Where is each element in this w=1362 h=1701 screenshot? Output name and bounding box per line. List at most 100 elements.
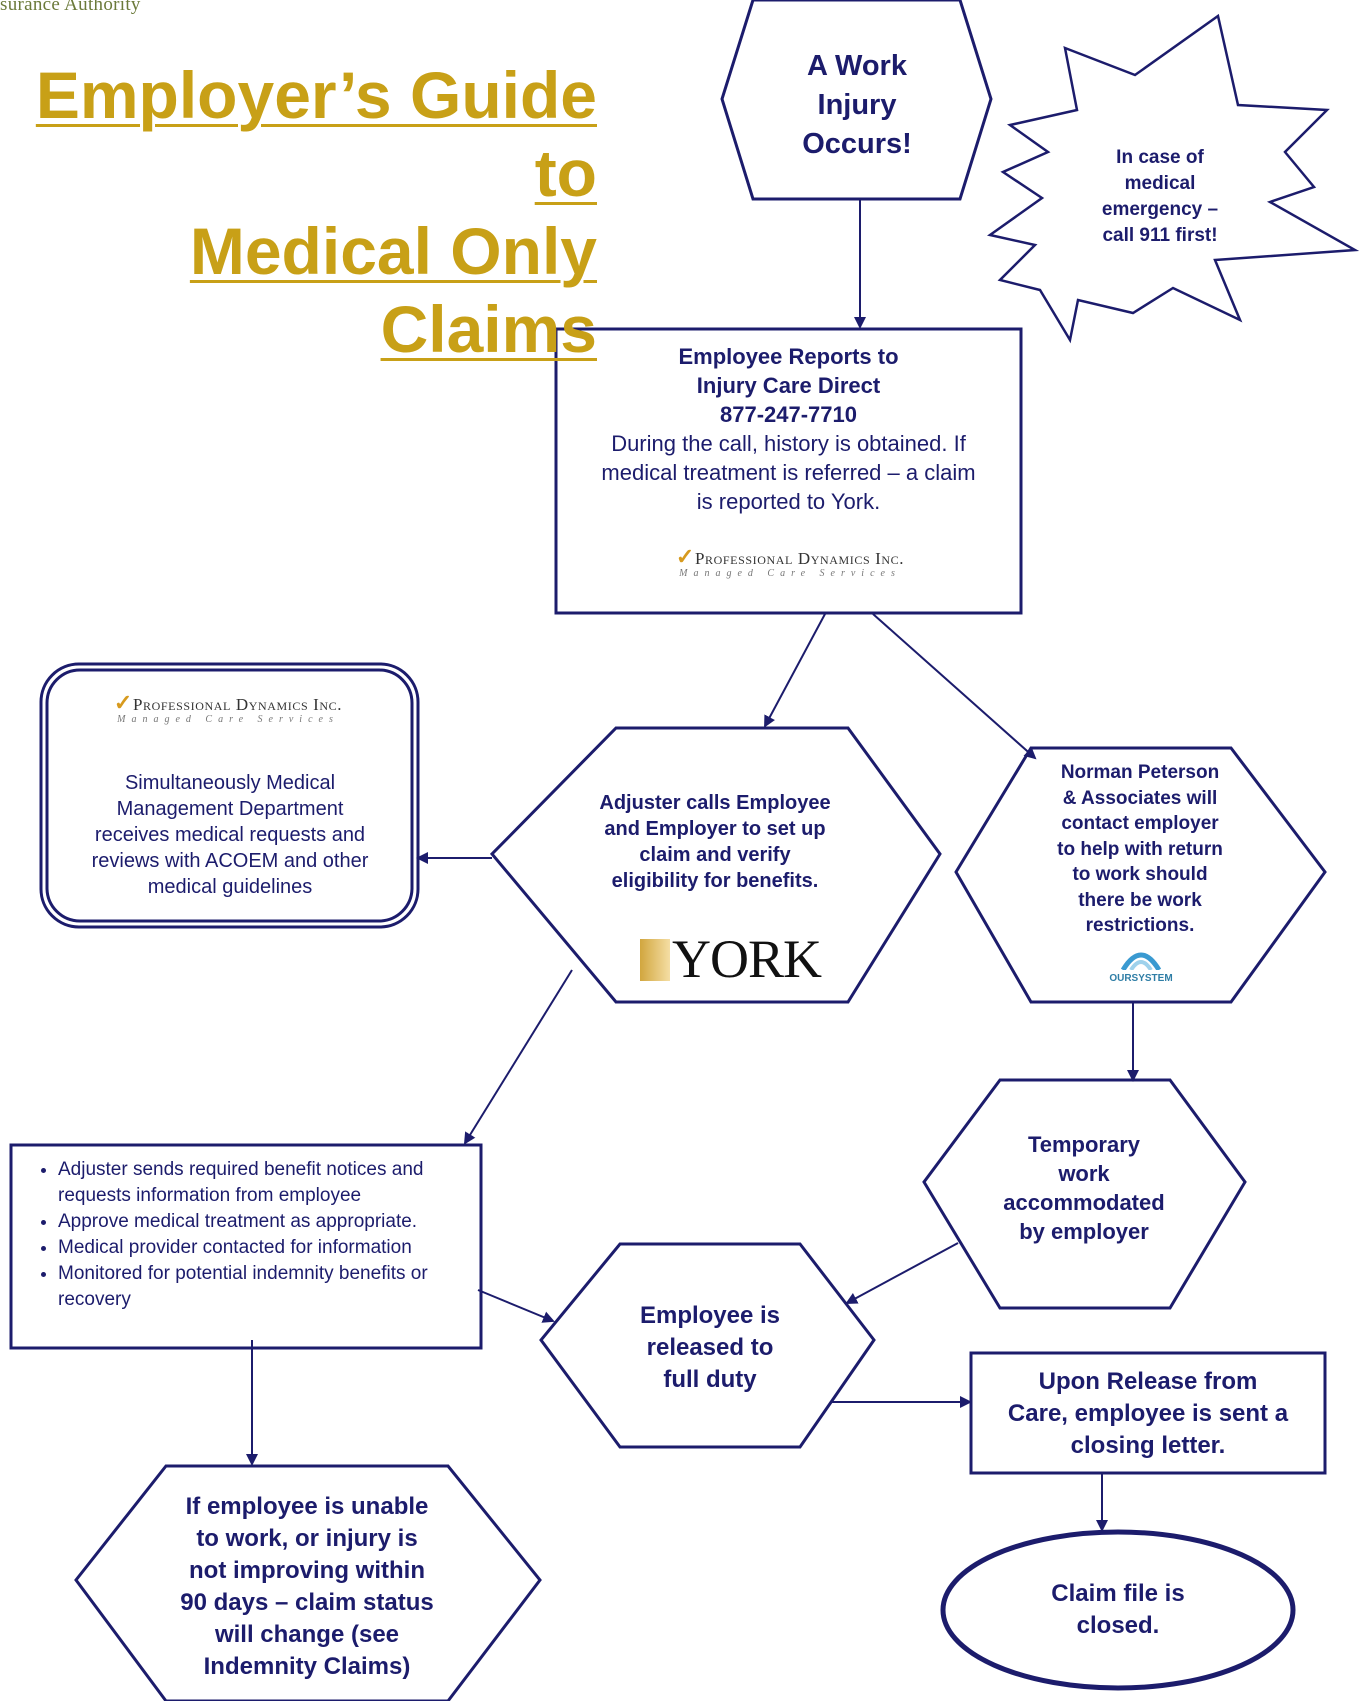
closing-line: Upon Release from — [1038, 1368, 1258, 1395]
temporary-line: work — [1058, 1161, 1110, 1186]
released-line: released to — [646, 1334, 774, 1361]
released-hexagon — [539, 1242, 876, 1449]
unable-line: will change (see — [214, 1621, 400, 1648]
check-icon: ✓ — [113, 690, 133, 715]
emergency-line: In case of — [1116, 147, 1204, 168]
medical-mgmt-box-inner — [45, 668, 414, 923]
norman-line: there be work — [1078, 889, 1202, 911]
header-org-name: surance Authority — [0, 0, 141, 15]
unable-label: If employee is unable to work, or injury… — [142, 1491, 472, 1683]
start-line: Occurs! — [802, 128, 912, 160]
york-logo: YORK — [640, 928, 822, 990]
norman-line: restrictions. — [1085, 915, 1195, 936]
list-item: Adjuster sends required benefit notices … — [58, 1157, 498, 1209]
emergency-line: emergency – — [1101, 199, 1219, 220]
york-bar-icon — [640, 939, 670, 981]
report-phone: 877-247-7710 — [719, 402, 857, 427]
medical-mgmt-line: reviews with ACOEM and other — [91, 850, 369, 872]
check-icon: ✓ — [675, 544, 695, 569]
list-item: Medical provider contacted for informati… — [58, 1235, 498, 1261]
released-line: full duty — [663, 1366, 757, 1393]
report-body-line: During the call, history is obtained. If — [611, 431, 966, 456]
medical-mgmt-line: Simultaneously Medical — [124, 772, 336, 794]
logo-text: Professional Dynamics Inc. — [694, 549, 905, 568]
closed-ellipse — [940, 1529, 1296, 1691]
norman-line: to help with return — [1057, 838, 1223, 860]
temporary-label: Temporary work accommodated by employer — [984, 1130, 1184, 1246]
professional-dynamics-logo: ✓Professional Dynamics Inc. Managed Care… — [78, 690, 378, 725]
report-title-line: Injury Care Direct — [696, 373, 881, 398]
arrow-temporary-to-released — [845, 1242, 959, 1304]
arrow-adjuster-to-bullets — [463, 969, 573, 1145]
temporary-line: accommodated — [1003, 1190, 1165, 1215]
unable-line: to work, or injury is — [196, 1525, 418, 1552]
medical-mgmt-line: medical guidelines — [147, 876, 313, 898]
start-label: A Work Injury Occurs! — [742, 47, 972, 164]
medical-mgmt-line: receives medical requests and — [94, 824, 366, 846]
bullets-box — [9, 1143, 483, 1350]
norman-hexagon — [954, 746, 1327, 1004]
adjuster-line: and Employer to set up — [604, 818, 826, 840]
closing-line: Care, employee is sent a — [1007, 1400, 1289, 1427]
temporary-line: by employer — [1019, 1219, 1149, 1244]
unable-line: Indemnity Claims) — [203, 1653, 411, 1680]
page-title-line-2: Medical Only Claims — [189, 214, 597, 366]
norman-line: contact employer — [1061, 813, 1219, 834]
medical-mgmt-line: Management Department — [116, 798, 344, 820]
report-body-line: is reported to York. — [696, 489, 881, 514]
medical-mgmt-label: Simultaneously Medical Management Depart… — [55, 770, 405, 900]
emergency-label: In case of medical emergency – call 911 … — [1075, 145, 1245, 249]
emergency-line: medical — [1124, 173, 1196, 194]
arrow-bullets-to-released — [477, 1289, 555, 1323]
temporary-hexagon — [922, 1078, 1247, 1310]
closed-label: Claim file is closed. — [998, 1578, 1238, 1642]
oursystem-logo: OURSYSTEM — [1096, 948, 1186, 984]
adjuster-hexagon — [489, 726, 942, 1004]
report-body-line: medical treatment is referred – a claim — [601, 460, 976, 485]
norman-line: Norman Peterson — [1060, 762, 1220, 783]
unable-line: If employee is unable — [185, 1493, 429, 1520]
closing-box — [969, 1351, 1327, 1475]
logo-subtext: Managed Care Services — [117, 714, 339, 725]
bullet-list: Adjuster sends required benefit notices … — [26, 1157, 498, 1313]
logo-subtext: Managed Care Services — [679, 568, 901, 579]
closing-line: closing letter. — [1070, 1432, 1226, 1459]
start-line: Injury — [817, 89, 897, 121]
york-logo-text: YORK — [672, 929, 822, 989]
unable-hexagon — [74, 1464, 542, 1701]
released-label: Employee is released to full duty — [590, 1300, 830, 1396]
logo-text: Professional Dynamics Inc. — [132, 695, 343, 714]
list-item: Monitored for potential indemnity benefi… — [58, 1261, 498, 1313]
released-line: Employee is — [639, 1302, 781, 1329]
unable-line: 90 days – claim status — [180, 1589, 434, 1616]
closing-label: Upon Release from Care, employee is sent… — [976, 1366, 1320, 1462]
closed-line: Claim file is — [1051, 1580, 1185, 1607]
temporary-line: Temporary — [1027, 1132, 1141, 1157]
arch-icon — [1120, 952, 1162, 972]
report-title-line: Employee Reports to — [678, 344, 899, 369]
medical-mgmt-box-outer — [39, 662, 420, 929]
adjuster-line: Adjuster calls Employee — [599, 792, 831, 814]
report-label: Employee Reports to Injury Care Direct 8… — [566, 342, 1011, 516]
arrow-report-to-norman — [872, 613, 1037, 760]
emergency-starburst — [986, 13, 1360, 344]
adjuster-line: eligibility for benefits. — [611, 870, 819, 892]
emergency-line: call 911 first! — [1102, 225, 1218, 246]
page-title-line-1: Employer’s Guide to — [35, 58, 597, 210]
page-title: Employer’s Guide to Medical Only Claims — [0, 56, 597, 368]
start-hexagon — [720, 0, 993, 201]
norman-label: Norman Peterson & Associates will contac… — [1020, 760, 1260, 939]
list-item: Approve medical treatment as appropriate… — [58, 1209, 498, 1235]
arrow-report-to-adjuster — [764, 613, 826, 728]
norman-line: & Associates will — [1062, 787, 1218, 809]
adjuster-label: Adjuster calls Employee and Employer to … — [560, 790, 870, 894]
start-line: A Work — [807, 50, 907, 82]
norman-line: to work should — [1072, 864, 1208, 885]
report-box — [554, 327, 1023, 615]
oursystem-logo-text: OURSYSTEM — [1109, 973, 1173, 984]
unable-line: not improving within — [189, 1557, 425, 1584]
closed-line: closed. — [1076, 1612, 1160, 1639]
professional-dynamics-logo: ✓Professional Dynamics Inc. Managed Care… — [640, 544, 940, 579]
adjuster-line: claim and verify — [639, 844, 791, 866]
